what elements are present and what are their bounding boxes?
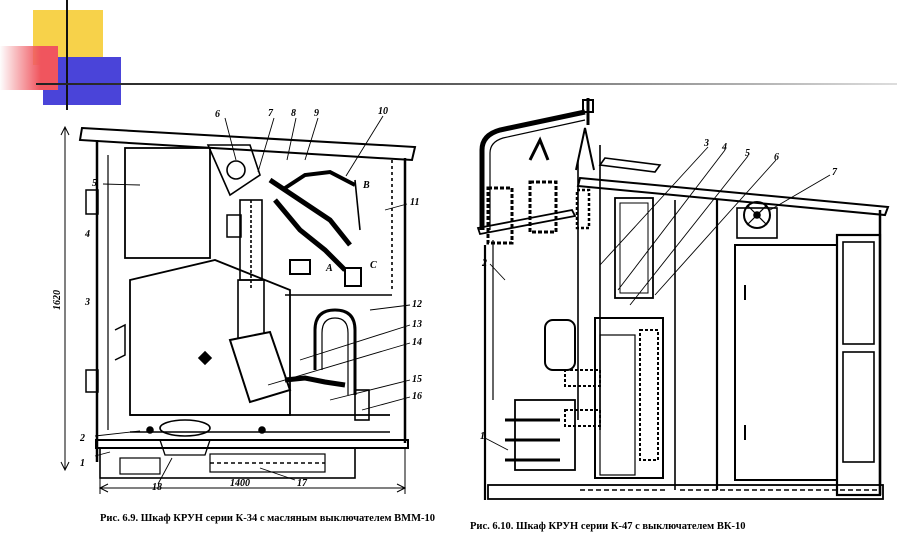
decor-horizontal-line xyxy=(36,83,897,85)
label-1: 1 xyxy=(80,458,85,469)
right-cabinet-drawing xyxy=(476,98,890,500)
dimension-height: 1620 xyxy=(52,290,63,310)
caption-left: Рис. 6.9. Шкаф КРУН серии К-34 с масляны… xyxy=(100,513,435,524)
label-2: 2 xyxy=(79,433,85,444)
label-15: 15 xyxy=(412,374,422,385)
label-4: 4 xyxy=(84,229,90,240)
label-r4: 4 xyxy=(721,142,727,153)
label-r3: 3 xyxy=(703,138,709,149)
label-18: 18 xyxy=(152,482,162,493)
label-r2: 2 xyxy=(481,258,487,269)
label-3: 3 xyxy=(84,297,90,308)
label-5: 5 xyxy=(92,178,97,189)
label-9: 9 xyxy=(314,108,319,119)
label-r5: 5 xyxy=(745,148,750,159)
label-7: 7 xyxy=(268,108,274,119)
label-16: 16 xyxy=(412,391,422,402)
label-8: 8 xyxy=(291,108,296,119)
right-figure-labels: 1 2 3 4 5 6 7 xyxy=(480,138,838,442)
decor-vertical-line xyxy=(66,0,68,110)
label-12: 12 xyxy=(412,299,422,310)
label-B: B xyxy=(362,180,370,191)
caption-right: Рис. 6.10. Шкаф КРУН серии К-47 с выключ… xyxy=(470,521,746,532)
label-r7: 7 xyxy=(832,167,838,178)
left-figure-labels: 1 2 3 4 5 6 7 8 9 10 11 12 13 14 15 16 1… xyxy=(52,106,422,493)
label-6: 6 xyxy=(215,109,220,120)
label-C: C xyxy=(370,260,377,271)
label-14: 14 xyxy=(412,337,422,348)
dimension-width: 1400 xyxy=(230,478,250,489)
left-cabinet-drawing xyxy=(60,115,417,494)
label-A: A xyxy=(325,263,333,274)
label-10: 10 xyxy=(378,106,388,117)
label-11: 11 xyxy=(410,197,419,208)
label-r6: 6 xyxy=(774,152,779,163)
label-17: 17 xyxy=(297,478,308,489)
label-13: 13 xyxy=(412,319,422,330)
decor-red-square xyxy=(0,46,58,90)
label-r1: 1 xyxy=(480,431,485,442)
